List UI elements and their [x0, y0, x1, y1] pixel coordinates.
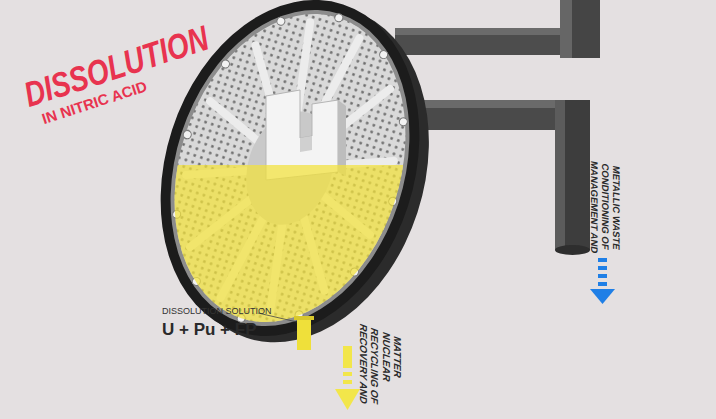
bolt [379, 50, 389, 60]
upper-pipe [395, 28, 570, 55]
upper-pipe-highlight [395, 28, 570, 35]
bolt [182, 130, 192, 140]
central-block-notch [300, 136, 312, 152]
waste-arrow-dash [598, 266, 607, 270]
composition-label: U + Pu + FP [162, 321, 256, 338]
nitric-acid-liquid [150, 165, 440, 355]
bolt [220, 59, 230, 69]
waste-pipe-end [555, 245, 590, 255]
recovery-arrow-dash [343, 380, 352, 384]
upper-pipe-elbow [560, 0, 600, 58]
waste-label: MANAGEMENT AND CONDITIONING OF METALLIC … [588, 160, 621, 263]
recovery-arrow-head [335, 389, 360, 410]
upper-pipe-elbow-highlight [560, 0, 572, 58]
waste-arrow-dash [598, 274, 607, 278]
bolt [398, 117, 408, 127]
bolt [334, 13, 344, 23]
bolt [276, 16, 286, 26]
recovery-arrow-body [343, 346, 352, 368]
waste-arrow-head [590, 289, 615, 304]
outflow-flange [294, 316, 314, 320]
central-block-side [338, 100, 346, 176]
waste-arrow-dash [598, 258, 607, 262]
waste-pipe-elbow [555, 100, 590, 250]
recovery-arrow-dash [343, 372, 352, 376]
solution-label: DISSOLUTION SOLUTION [162, 307, 272, 316]
waste-pipe-elbow-highlight [555, 100, 565, 250]
waste-arrow-dash [598, 282, 607, 286]
outflow-pipe [297, 318, 311, 350]
recovery-label: RECOVERY AND RECYCLING OF NUCLEAR MATTER [357, 322, 403, 419]
